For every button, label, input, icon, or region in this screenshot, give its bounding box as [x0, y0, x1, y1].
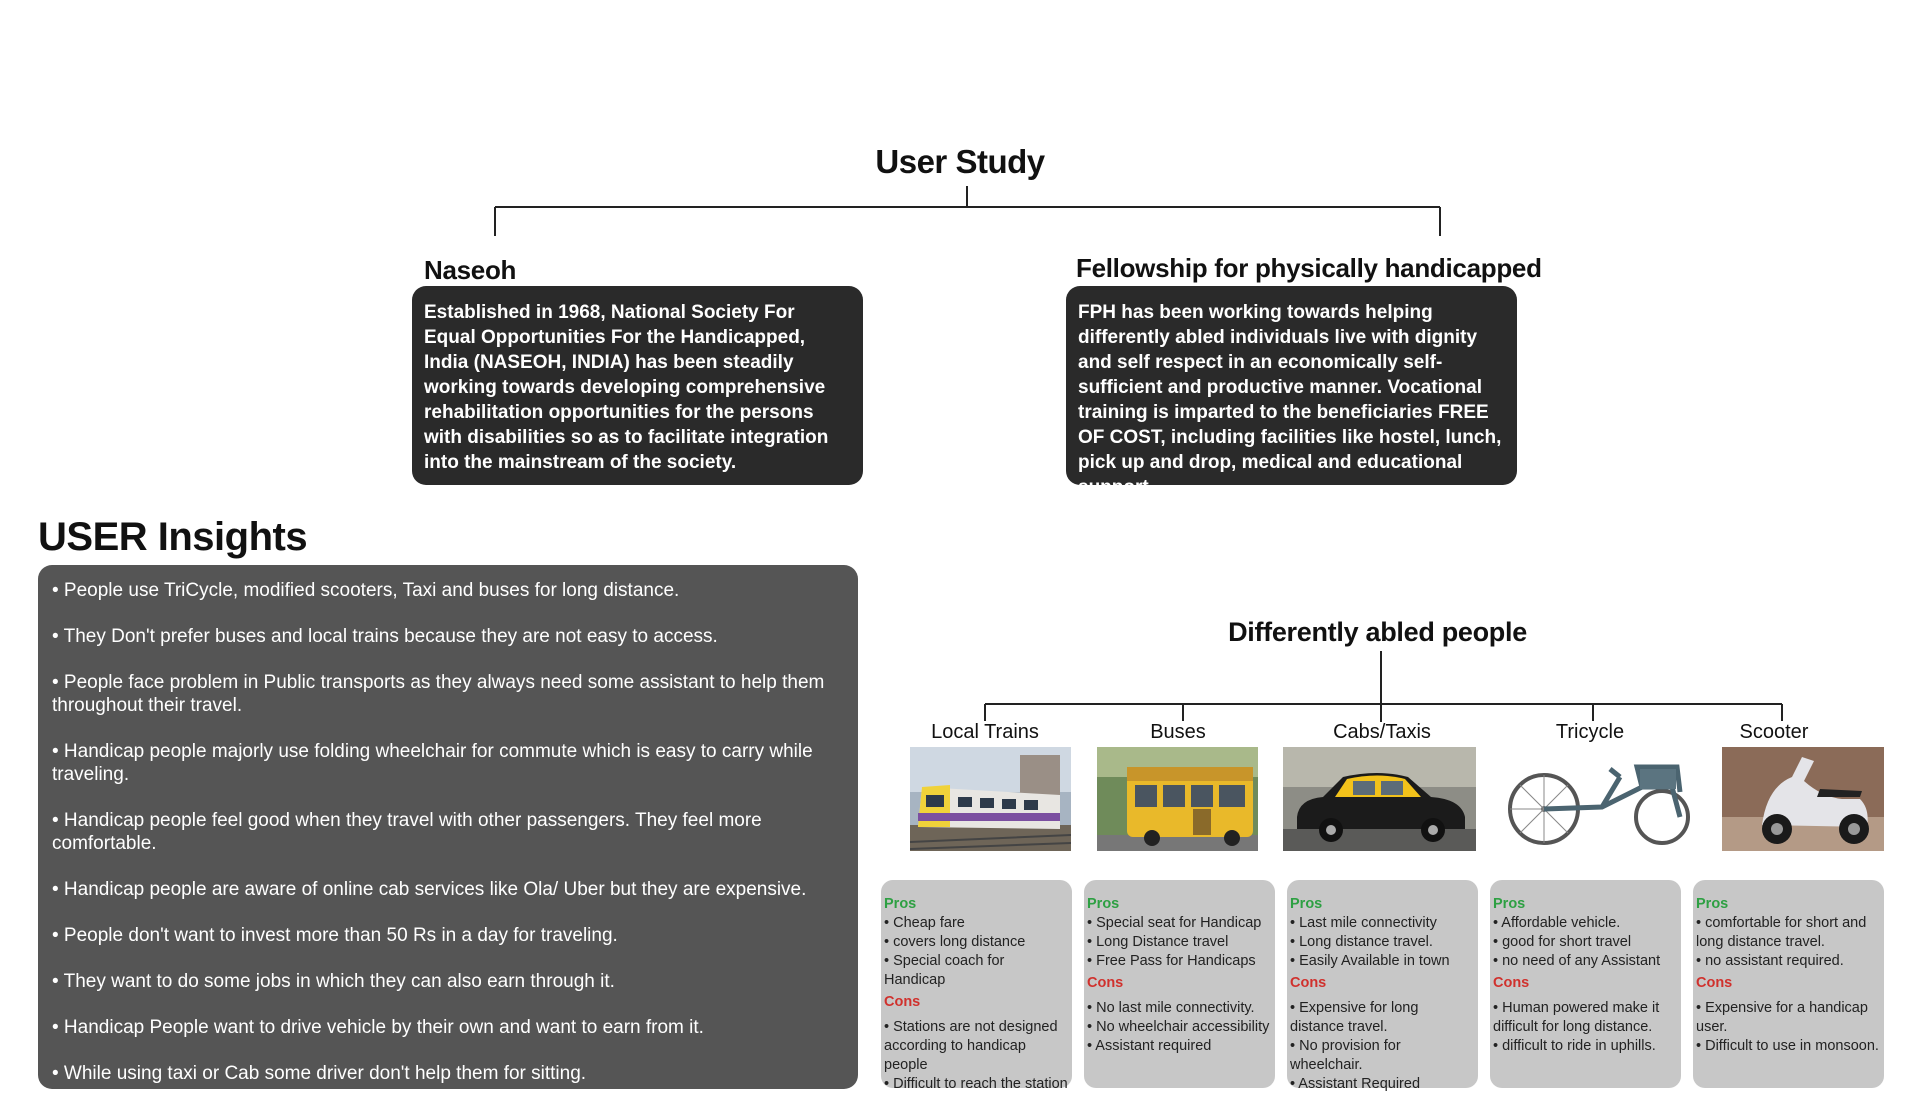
con-item: • Assistant Required [1290, 1076, 1421, 1092]
mode-card-tricycle: Pros • Affordable vehicle. • good for sh… [1490, 880, 1681, 1088]
insight-item: • People face problem in Public transpor… [52, 672, 825, 716]
con-item: • No last mile connectivity. [1087, 1000, 1255, 1016]
mode-card-buses: Pros • Special seat for Handicap • Long … [1084, 880, 1275, 1088]
cons-list: • Expensive for a handicap user. • Diffi… [1696, 999, 1881, 1056]
pro-item: • Last mile connectivity [1290, 915, 1437, 931]
pro-item: • covers long distance [884, 934, 1026, 950]
con-item: • Difficult to reach the station [884, 1076, 1068, 1092]
con-item: • Human powered make it difficult for lo… [1493, 1000, 1660, 1035]
pro-item: • Long Distance travel [1087, 934, 1229, 950]
insight-item: • Handicap people are aware of online ca… [52, 879, 807, 900]
pro-item: • Easily Available in town [1290, 953, 1450, 969]
pro-item: • Affordable vehicle. [1493, 915, 1621, 931]
insight-item: • They want to do some jobs in which the… [52, 971, 615, 992]
pros-heading: Pros [1493, 896, 1526, 912]
pro-item: • Long distance travel. [1290, 934, 1433, 950]
pros-heading: Pros [1290, 896, 1323, 912]
insight-item: • People use TriCycle, modified scooters… [52, 580, 680, 601]
pros-list: • Special seat for Handicap • Long Dista… [1087, 914, 1272, 971]
pros-heading: Pros [1696, 896, 1729, 912]
pros-list: • Cheap fare • covers long distance • Sp… [884, 914, 1069, 990]
pro-item: • comfortable for short and long distanc… [1696, 915, 1867, 950]
cons-heading: Cons [1087, 975, 1124, 991]
pros-heading: Pros [1087, 896, 1120, 912]
con-item: • No wheelchair accessibility [1087, 1019, 1270, 1035]
mode-card-scooter: Pros • comfortable for short and long di… [1693, 880, 1884, 1088]
insight-item: • Handicap People want to drive vehicle … [52, 1017, 704, 1038]
con-item: • Expensive for long distance travel. [1290, 1000, 1419, 1035]
mode-label-scooter: Scooter [1739, 721, 1809, 743]
mode-label-cabs: Cabs/Taxis [1333, 721, 1431, 743]
cons-heading: Cons [1493, 975, 1530, 991]
pro-item: • good for short travel [1493, 934, 1632, 950]
cons-heading: Cons [1696, 975, 1733, 991]
con-item: • No provision for wheelchair. [1290, 1038, 1401, 1073]
cons-list: • Stations are not designed according to… [884, 1018, 1069, 1094]
con-item: • Assistant required [1087, 1038, 1212, 1054]
insight-item: • People don't want to invest more than … [52, 925, 618, 946]
org-name-fph: Fellowship for physically handicapped [1076, 253, 1542, 283]
local-train-image [910, 747, 1071, 851]
cons-heading: Cons [1290, 975, 1327, 991]
insights-title: USER Insights [38, 515, 308, 559]
insight-item: • They Don't prefer buses and local trai… [52, 626, 718, 647]
page-title: User Study [875, 143, 1045, 180]
con-item: • Stations are not designed according to… [884, 1019, 1058, 1073]
taxi-image [1283, 747, 1476, 851]
mode-label-buses: Buses [1150, 721, 1206, 743]
cons-heading: Cons [884, 994, 921, 1010]
con-item: • Expensive for a handicap user. [1696, 1000, 1868, 1035]
con-item: • Difficult to use in monsoon. [1696, 1038, 1879, 1054]
pros-heading: Pros [884, 896, 917, 912]
org-description-fph: FPH has been working towards helping dif… [1066, 286, 1517, 498]
insight-item: • While using taxi or Cab some driver do… [52, 1063, 587, 1084]
mode-label-tricycle: Tricycle [1555, 721, 1625, 743]
cons-list: • No last mile connectivity. • No wheelc… [1087, 999, 1272, 1056]
mode-card-local-trains: Pros • Cheap fare • covers long distance… [881, 880, 1072, 1092]
cons-list: • Human powered make it difficult for lo… [1493, 999, 1678, 1056]
pro-item: • Free Pass for Handicaps [1087, 953, 1256, 969]
insight-item: • Handicap people feel good when they tr… [52, 810, 762, 854]
insight-item: • Handicap people majorly use folding wh… [52, 741, 813, 785]
pro-item: • no need of any Assistant [1493, 953, 1661, 969]
pro-item: • no assistant required. [1696, 953, 1844, 969]
pro-item: • Special seat for Handicap [1087, 915, 1262, 931]
transport-title: Differently abled people [1228, 617, 1527, 647]
pros-list: • comfortable for short and long distanc… [1696, 914, 1881, 971]
scooter-image [1722, 747, 1884, 851]
insights-box: • People use TriCycle, modified scooters… [38, 565, 858, 1089]
tricycle-image [1502, 747, 1695, 851]
pro-item: • Cheap fare [884, 915, 965, 931]
mode-label-local-trains: Local Trains [931, 721, 1039, 743]
pros-list: • Last mile connectivity • Long distance… [1290, 914, 1475, 971]
pro-item: • Special coach for Handicap [884, 953, 1005, 988]
org-name-naseoh: Naseoh [424, 255, 517, 285]
pros-list: • Affordable vehicle. • good for short t… [1493, 914, 1678, 971]
org-description-naseoh: Established in 1968, National Society Fo… [412, 286, 863, 485]
con-item: • difficult to ride in uphills. [1493, 1038, 1656, 1054]
cons-list: • Expensive for long distance travel. • … [1290, 999, 1475, 1094]
bus-image [1097, 747, 1258, 851]
mode-card-cabs: Pros • Last mile connectivity • Long dis… [1287, 880, 1478, 1092]
